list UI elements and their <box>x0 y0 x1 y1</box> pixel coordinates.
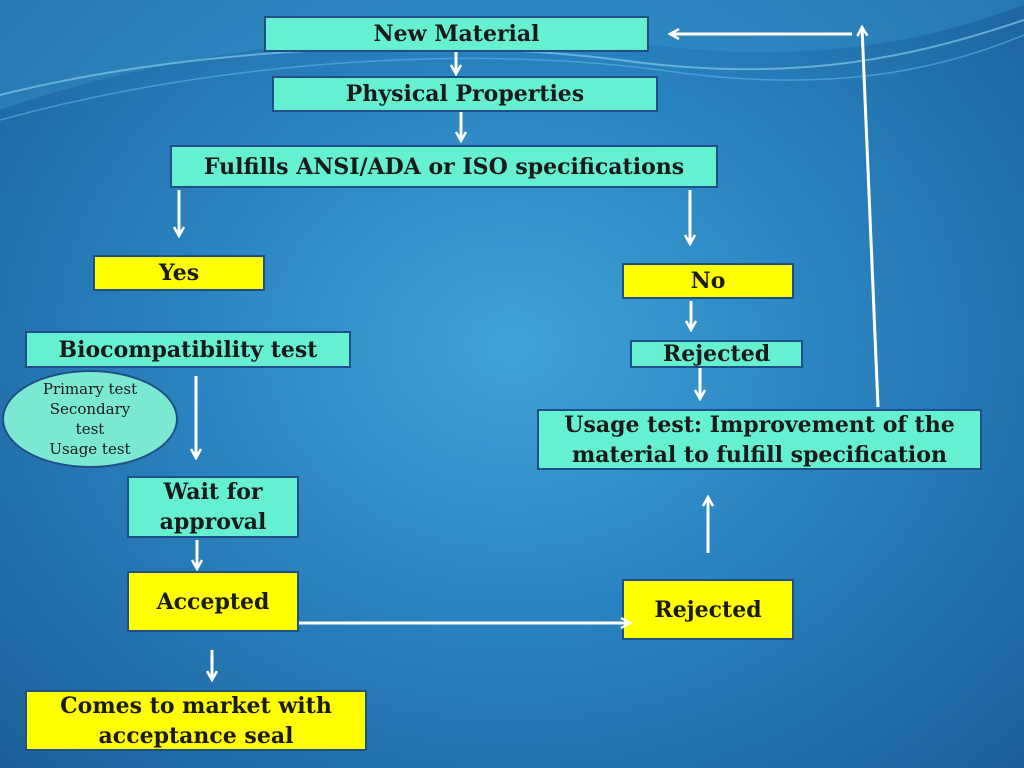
test-type-label: test <box>75 420 105 438</box>
usage-test-box: Usage test: Improvement of the material … <box>537 409 982 470</box>
market-box: Comes to market with acceptance seal <box>25 690 367 751</box>
test-type-label: Primary test <box>42 380 138 398</box>
test-type-label: Secondary <box>49 400 131 418</box>
no-box: No <box>622 263 794 299</box>
fulfills-spec-box: Fulfills ANSI/ADA or ISO specifications <box>170 145 718 188</box>
usage-test-line: material to fulfill specification <box>572 441 947 468</box>
background-wave-decoration <box>0 0 1024 121</box>
wait-for-approval-box: Wait for approval <box>127 476 299 538</box>
biocompatibility-test-box: Biocompatibility test <box>25 331 351 368</box>
wait-approval-line: approval <box>159 509 267 535</box>
usage-test-line: Usage test: Improvement of the <box>564 411 955 438</box>
wait-approval-line: Wait for <box>163 479 263 505</box>
rejected-bottom-box: Rejected <box>622 579 794 640</box>
test-types-ellipse: Primary test Secondary test Usage test <box>2 370 178 468</box>
rejected-top-box: Rejected <box>630 340 803 368</box>
market-line: Comes to market with <box>60 692 332 719</box>
yes-box: Yes <box>93 255 265 291</box>
test-type-label: Usage test <box>49 440 131 458</box>
accepted-box: Accepted <box>127 571 299 632</box>
new-material-box: New Material <box>264 16 649 52</box>
physical-properties-box: Physical Properties <box>272 76 658 112</box>
market-line: acceptance seal <box>98 722 294 749</box>
arrow-usage-to-top <box>862 27 880 408</box>
